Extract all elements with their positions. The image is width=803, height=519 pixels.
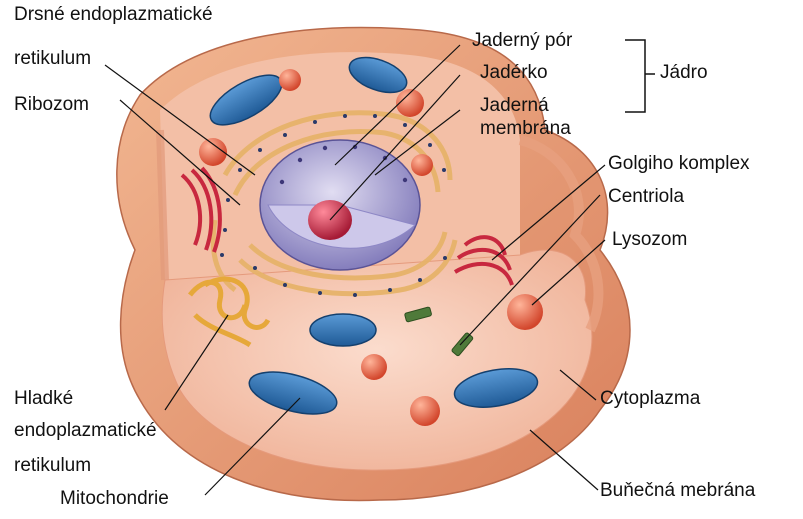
label-cytoplasm: Cytoplazma — [600, 388, 700, 410]
label-nuclear-membrane-line1: Jaderná — [480, 95, 549, 117]
label-smooth-er-line2: endoplazmatické — [14, 420, 157, 442]
label-nucleolus: Jadérko — [480, 62, 548, 84]
label-smooth-er-line3: retikulum — [14, 455, 91, 477]
label-nuclear-membrane-line2: membrána — [480, 118, 571, 140]
label-nuclear-pore: Jaderný pór — [472, 30, 572, 52]
label-rough-er-line1: Drsné endoplazmatické — [14, 4, 213, 26]
label-nucleus: Jádro — [660, 62, 708, 84]
label-mitochondria: Mitochondrie — [60, 488, 169, 510]
label-golgi: Golgiho komplex — [608, 153, 750, 175]
nucleus-bracket — [625, 40, 655, 112]
label-smooth-er-line1: Hladké — [14, 388, 73, 410]
label-lysosome: Lysozom — [612, 229, 687, 251]
label-centriole: Centriola — [608, 186, 684, 208]
label-cell-membrane: Buňečná mebrána — [600, 480, 755, 502]
label-rough-er-line2: retikulum — [14, 48, 91, 70]
label-ribosome: Ribozom — [14, 94, 89, 116]
